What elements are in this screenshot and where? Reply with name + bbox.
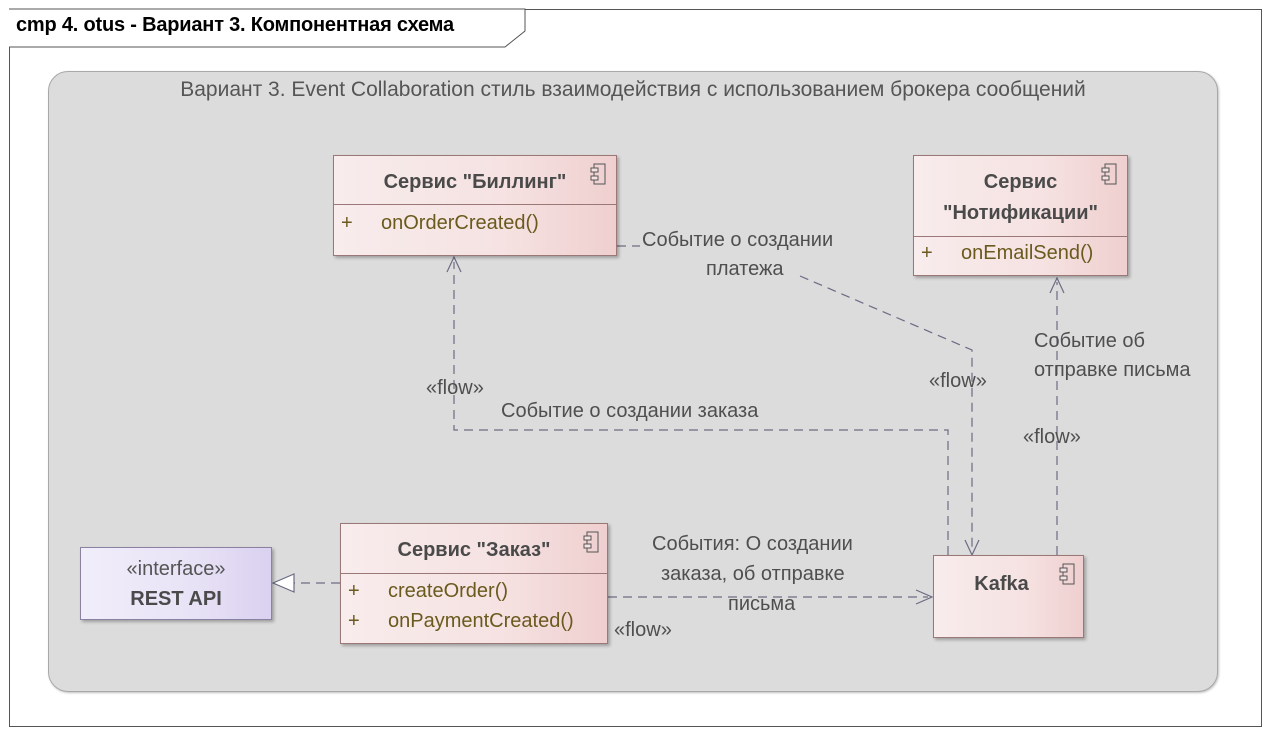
component-icon <box>1101 163 1117 185</box>
component-divider <box>334 204 616 205</box>
payment-event-label-line2: платежа <box>706 258 784 280</box>
order-event-label: Событие о создании заказа <box>501 400 759 422</box>
operation-on-order-created: +onOrderCreated() <box>341 212 539 234</box>
arrowhead-kafka-left <box>915 589 934 605</box>
component-icon <box>590 163 606 185</box>
email-flow-stereotype: «flow» <box>1023 426 1081 448</box>
component-name: Сервис "Заказ" <box>397 539 551 561</box>
interface-name: REST API <box>130 588 222 610</box>
component-name-line2: "Нотификации" <box>942 202 1099 224</box>
order-to-kafka-label-line1: События: О создании <box>652 533 853 555</box>
operation-on-payment-created: +onPaymentCreated() <box>348 610 574 632</box>
email-event-label-line1: Событие об <box>1034 330 1145 352</box>
arrowhead-notify <box>1049 276 1065 294</box>
kafka-component[interactable]: Kafka <box>933 555 1084 638</box>
payment-event-label-line1: Событие о создании <box>642 229 834 251</box>
notification-service-component[interactable]: Сервис "Нотификации" +onEmailSend() <box>913 155 1128 276</box>
component-icon <box>1059 563 1075 585</box>
order-to-kafka-stereotype: «flow» <box>614 619 672 641</box>
interface-stereotype: «interface» <box>126 558 226 580</box>
rest-api-interface[interactable]: «interface» REST API <box>80 547 272 620</box>
order-to-kafka-label-line2: заказа, об отправке <box>661 563 845 585</box>
operation-on-email-send: +onEmailSend() <box>921 242 1094 264</box>
billing-service-component[interactable]: Сервис "Биллинг" +onOrderCreated() <box>333 155 617 256</box>
boundary-title: Вариант 3. Event Collaboration стиль вза… <box>180 78 1086 101</box>
order-to-kafka-label-line3: письма <box>728 593 796 615</box>
payment-flow-stereotype: «flow» <box>929 370 987 392</box>
diagram-title: cmp 4. otus - Вариант 3. Компонентная сх… <box>16 14 454 36</box>
component-divider <box>914 236 1127 237</box>
flow-billing-to-kafka <box>617 245 973 552</box>
component-divider <box>341 573 607 574</box>
email-event-label-line2: отправке письма <box>1034 359 1191 381</box>
component-name-line1: Сервис <box>983 171 1058 193</box>
diagram-title-tab <box>9 8 526 48</box>
component-name: Kafka <box>974 573 1029 595</box>
component-icon <box>583 531 599 553</box>
realization-triangle <box>271 573 295 593</box>
component-name: Сервис "Биллинг" <box>383 171 567 193</box>
flow-kafka-to-billing <box>453 262 949 555</box>
order-flow-stereotype: «flow» <box>426 377 484 399</box>
operation-create-order: +createOrder() <box>348 580 509 602</box>
order-service-component[interactable]: Сервис "Заказ" +createOrder() +onPayment… <box>340 523 608 644</box>
arrowhead-billing <box>446 255 462 273</box>
